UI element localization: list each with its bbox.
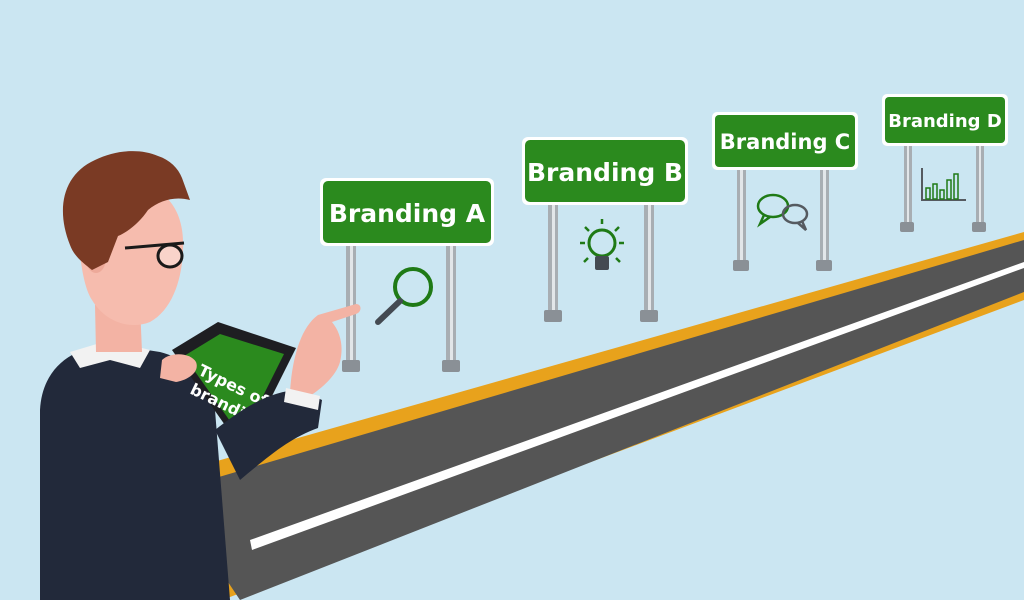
road xyxy=(150,232,1024,600)
shirt-cuff xyxy=(284,388,320,410)
right-arm xyxy=(215,390,322,480)
left-hand xyxy=(160,354,197,382)
pointing-hand xyxy=(290,304,361,396)
suit-jacket xyxy=(40,345,230,600)
sign-a-label: Branding A xyxy=(329,199,486,228)
magnifier-icon xyxy=(375,267,433,325)
lightbulb-icon xyxy=(580,219,624,270)
sign-d-label: Branding D xyxy=(888,111,1002,132)
sign-branding-b: Branding B xyxy=(522,137,688,322)
sign-b-label: Branding B xyxy=(527,158,683,187)
hair xyxy=(62,151,191,270)
tablet-screen xyxy=(184,334,284,438)
sign-branding-d: Branding D xyxy=(882,94,1008,232)
speech-bubbles-icon xyxy=(756,193,809,231)
sign-branding-a: Branding A xyxy=(320,178,494,372)
sign-branding-c: Branding C xyxy=(712,112,858,271)
person: Types of branding xyxy=(40,151,361,600)
bar-chart-icon xyxy=(921,168,966,201)
road-center-line xyxy=(250,262,1024,550)
glasses xyxy=(124,241,185,269)
sign-c-label: Branding C xyxy=(720,130,850,154)
